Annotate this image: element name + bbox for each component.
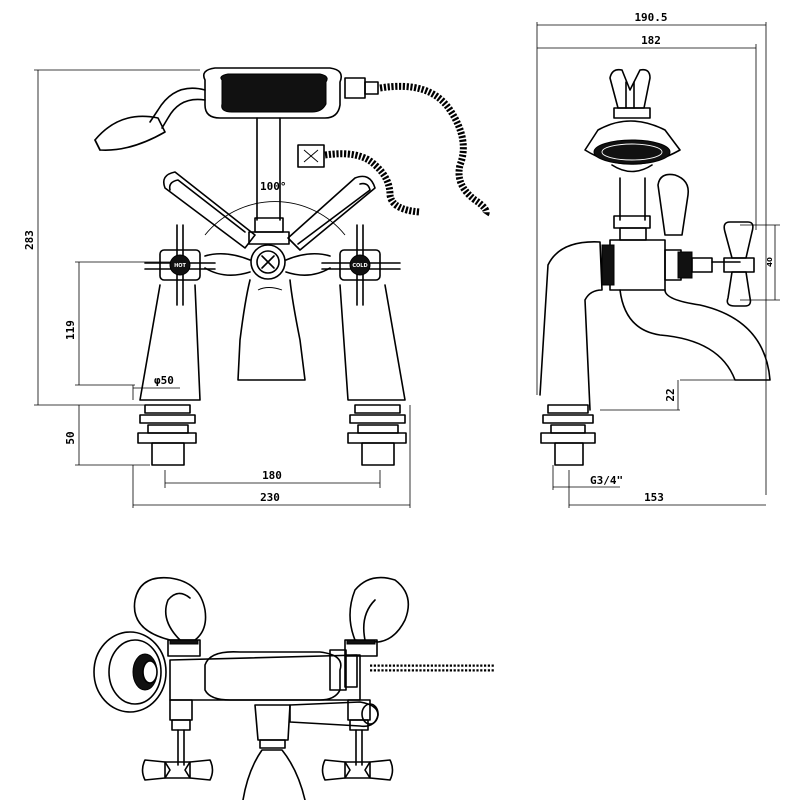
dim-body-width-182: 182 xyxy=(641,34,661,47)
dim-projection-153: 153 xyxy=(644,491,664,504)
cold-cross-handle: COLD xyxy=(321,224,401,306)
dim-diameter-50: φ50 xyxy=(154,374,174,387)
side-elevation: 190.5 182 40 22 G3/4" 153 xyxy=(536,11,780,508)
cold-label: COLD xyxy=(352,263,367,269)
shank-left xyxy=(137,404,197,466)
dim-centres-180: 180 xyxy=(262,469,282,482)
hot-label: HOT xyxy=(174,263,186,269)
plan-view xyxy=(93,576,495,800)
hot-cross-handle: HOT xyxy=(144,224,216,306)
dim-spout-gap-22: 22 xyxy=(664,388,677,401)
dim-angle-100: 100° xyxy=(260,180,287,193)
dim-overall-230: 230 xyxy=(260,491,280,504)
dim-shank-50: 50 xyxy=(64,431,77,444)
dim-total-width-190-5: 190.5 xyxy=(634,11,667,24)
hose-front xyxy=(297,82,490,218)
dim-handle-40: 40 xyxy=(766,257,774,267)
dim-height-283: 283 xyxy=(23,230,36,250)
shank-right xyxy=(347,404,407,466)
handset-front xyxy=(94,67,379,151)
dim-thread-g3-4: G3/4" xyxy=(590,474,623,487)
dim-valve-height-119: 119 xyxy=(64,320,77,340)
front-elevation: 283 119 50 φ50 180 230 100° xyxy=(23,67,490,508)
